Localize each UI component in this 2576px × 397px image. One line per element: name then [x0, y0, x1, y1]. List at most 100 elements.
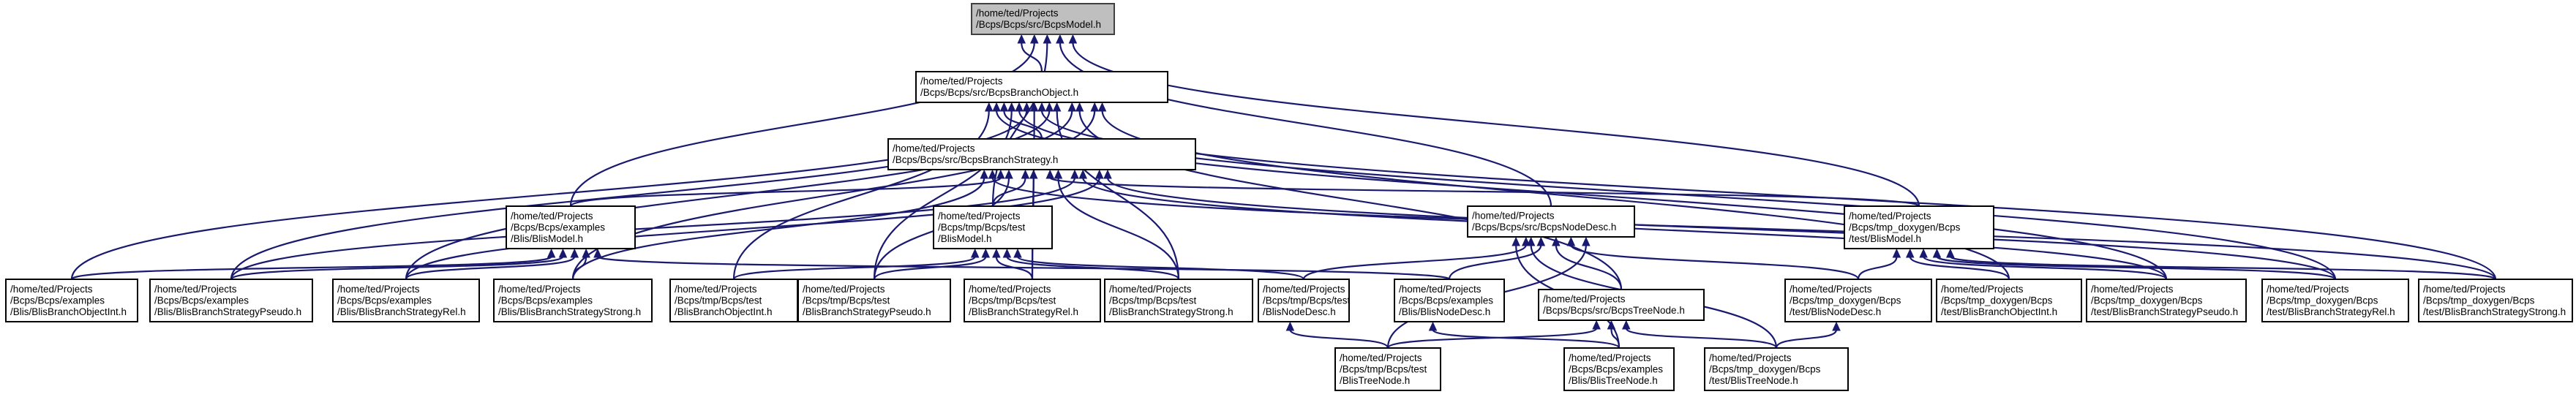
node-label-line: /Bcps/tmp_doxygen/Bcps — [1709, 363, 1821, 374]
node-doxy-strategy-rel[interactable]: /home/ted/Projects/Bcps/tmp_doxygen/Bcps… — [2261, 279, 2409, 322]
arrowhead — [582, 248, 590, 258]
arrowhead — [981, 248, 991, 258]
edge-bcps-branch-strategy-to-bcps-branch-object — [1003, 110, 1043, 140]
node-doxy-strategy-strong[interactable]: /home/ted/Projects/Bcps/tmp_doxygen/Bcps… — [2418, 279, 2573, 322]
node-tmp-test-blis-model[interactable]: /home/ted/Projects/Bcps/tmp/Bcps/test/Bl… — [933, 205, 1053, 249]
arrowhead — [1043, 34, 1052, 44]
node-ex-strategy-rel[interactable]: /home/ted/Projects/Bcps/Bcps/examples/Bl… — [332, 279, 480, 322]
node-label-line: /home/ted/Projects — [1569, 352, 1651, 363]
node-box — [506, 205, 636, 249]
node-box — [1258, 279, 1350, 322]
edge-ex-strategy-rel-to-ex-blis-model — [405, 256, 576, 280]
node-label-line: /Bcps/tmp/Bcps/test — [675, 295, 762, 306]
arrowhead — [1536, 236, 1546, 246]
arrowhead — [1013, 248, 1022, 258]
node-doxy-tree-node[interactable]: /home/ted/Projects/Bcps/tmp_doxygen/Bcps… — [1704, 347, 1849, 391]
node-box — [149, 279, 313, 322]
arrowhead — [593, 248, 602, 258]
node-ex-strategy-pseudo[interactable]: /home/ted/Projects/Bcps/Bcps/examples/Bl… — [149, 279, 313, 322]
node-label-line: /Bcps/Bcps/examples — [1399, 295, 1493, 306]
edge-doxy-tree-node-to-doxy-node-desc — [1775, 329, 1838, 349]
node-label-line: /BlisTreeNode.h — [1340, 375, 1410, 386]
arrowhead — [1045, 102, 1054, 112]
edge-tmp-strategy-rel-to-tmp-test-blis-model — [995, 256, 1034, 280]
node-tmp-strategy-strong[interactable]: /home/ted/Projects/Bcps/tmp/Bcps/test/Bl… — [1104, 279, 1253, 322]
node-label-line: /Bcps/Bcps/examples — [154, 295, 249, 306]
node-ex-strategy-strong[interactable]: /home/ted/Projects/Bcps/Bcps/examples/Bl… — [493, 279, 653, 322]
node-bcps-branch-object[interactable]: /home/ted/Projects/Bcps/Bcps/src/BcpsBra… — [915, 71, 1168, 103]
arrowhead — [1007, 102, 1016, 112]
node-label-line: /Bcps/tmp/Bcps/test — [1340, 363, 1427, 374]
node-doxy-branch-object-int[interactable]: /home/ted/Projects/Bcps/tmp_doxygen/Bcps… — [1936, 279, 2082, 322]
edge-doxy-node-desc-to-doxy-test-blis-model — [1857, 256, 1898, 280]
arrowhead — [980, 169, 989, 179]
arrowhead — [1045, 169, 1055, 179]
node-bcps-tree-node[interactable]: /home/ted/Projects/Bcps/Bcps/src/BcpsTre… — [1538, 289, 1705, 321]
node-box — [1467, 205, 1635, 238]
node-label-line: /BlisModel.h — [938, 233, 992, 244]
edge-doxy-branch-object-int-to-doxy-test-blis-model — [1909, 256, 2010, 280]
node-label-line: /home/ted/Projects — [969, 284, 1051, 295]
node-tmp-strategy-pseudo[interactable]: /home/ted/Projects/Bcps/tmp/Bcps/test/Bl… — [797, 279, 951, 322]
node-label-line: /Blis/BlisTreeNode.h — [1569, 375, 1658, 386]
node-tmp-node-desc[interactable]: /home/ted/Projects/Bcps/tmp/Bcps/test/Bl… — [1258, 279, 1351, 322]
node-doxy-test-blis-model[interactable]: /home/ted/Projects/Bcps/tmp_doxygen/Bcps… — [1844, 205, 1994, 249]
arrowhead — [1054, 169, 1063, 179]
node-label-line: /test/BlisModel.h — [1849, 233, 1921, 244]
node-ex-blis-model[interactable]: /home/ted/Projects/Bcps/Bcps/examples/Bl… — [506, 205, 636, 249]
edge-tmp-tree-node-to-bcps-tree-node — [1386, 327, 1598, 349]
node-label-line: /Bcps/tmp_doxygen/Bcps — [1849, 222, 1961, 232]
arrowhead — [570, 248, 579, 258]
edge-tmp-strategy-pseudo-to-bcps-branch-object — [873, 110, 1013, 280]
node-label-line: /Blis/BlisModel.h — [511, 233, 583, 244]
node-ex-node-desc[interactable]: /home/ted/Projects/Bcps/Bcps/examples/Bl… — [1394, 279, 1505, 322]
node-box — [915, 71, 1168, 103]
arrowhead — [1607, 320, 1616, 330]
node-bcps-model[interactable]: /home/ted/Projects/Bcps/Bcps/src/BcpsMod… — [971, 3, 1115, 35]
arrowhead — [1932, 248, 1942, 258]
node-bcps-node-desc[interactable]: /home/ted/Projects/Bcps/Bcps/src/BcpsNod… — [1467, 205, 1635, 238]
node-box — [2418, 279, 2573, 322]
node-label-line: /Bcps/Bcps/examples — [10, 295, 105, 306]
node-box — [2261, 279, 2409, 322]
node-label-line: /home/ted/Projects — [803, 284, 885, 295]
node-tmp-branch-object-int[interactable]: /home/ted/Projects/Bcps/tmp/Bcps/test/Bl… — [669, 279, 798, 322]
edge-tmp-strategy-pseudo-to-tmp-test-blis-model — [873, 256, 987, 280]
node-bcps-branch-strategy[interactable]: /home/ted/Projects/Bcps/Bcps/src/BcpsBra… — [887, 138, 1196, 170]
edge-doxy-tree-node-to-bcps-tree-node — [1625, 328, 1778, 349]
node-tmp-tree-node[interactable]: /home/ted/Projects/Bcps/tmp/Bcps/test/Bl… — [1334, 347, 1441, 391]
node-box — [5, 279, 138, 322]
arrowhead — [1005, 169, 1013, 179]
arrowhead — [1067, 102, 1077, 112]
arrowhead — [1022, 102, 1032, 112]
node-doxy-strategy-pseudo[interactable]: /home/ted/Projects/Bcps/tmp_doxygen/Bcps… — [2086, 279, 2247, 322]
arrowhead — [1526, 236, 1536, 246]
node-label-line: /home/ted/Projects — [1941, 284, 2024, 295]
edge-doxy-strategy-pseudo-to-bcps-branch-object — [995, 110, 2168, 280]
node-label-line: /Bcps/tmp_doxygen/Bcps — [2267, 295, 2378, 306]
node-label-line: /home/ted/Projects — [1543, 294, 1626, 305]
node-label-line: /home/ted/Projects — [1849, 211, 1931, 222]
edge-doxy-strategy-rel-to-doxy-test-blis-model — [1936, 255, 2337, 281]
arrowhead — [1030, 34, 1039, 44]
arrowhead — [992, 102, 1001, 112]
node-label-line: /Bcps/tmp/Bcps/test — [1109, 295, 1197, 306]
arrowhead — [1285, 321, 1295, 331]
node-box — [669, 279, 798, 322]
node-label-line: /Bcps/tmp_doxygen/Bcps — [2091, 295, 2203, 306]
node-label-line: /Bcps/Bcps/examples — [498, 295, 593, 306]
arrowhead — [999, 102, 1009, 112]
node-box — [1394, 279, 1505, 322]
edge-ex-node-desc-to-bcps-node-desc — [1448, 244, 1542, 280]
edge-ex-strategy-pseudo-to-ex-blis-model — [230, 255, 564, 281]
edge-bcps-tree-node-to-bcps-node-desc — [1555, 244, 1623, 290]
node-box — [1704, 347, 1849, 391]
node-ex-branch-object-int[interactable]: /home/ted/Projects/Bcps/Bcps/examples/Bl… — [5, 279, 138, 322]
edge-ex-strategy-strong-to-ex-blis-model — [571, 256, 587, 280]
node-doxy-node-desc[interactable]: /home/ted/Projects/Bcps/tmp_doxygen/Bcps… — [1784, 279, 1932, 322]
node-tmp-strategy-rel[interactable]: /home/ted/Projects/Bcps/tmp/Bcps/test/Bl… — [964, 279, 1101, 322]
node-label-line: /Bcps/tmp_doxygen/Bcps — [2423, 295, 2535, 306]
edge-doxy-strategy-strong-to-bcps-branch-strategy — [991, 177, 2497, 280]
node-ex-tree-node[interactable]: /home/ted/Projects/Bcps/Bcps/examples/Bl… — [1563, 347, 1675, 391]
node-label-line: /Bcps/Bcps/src/BcpsBranchObject.h — [920, 87, 1078, 98]
